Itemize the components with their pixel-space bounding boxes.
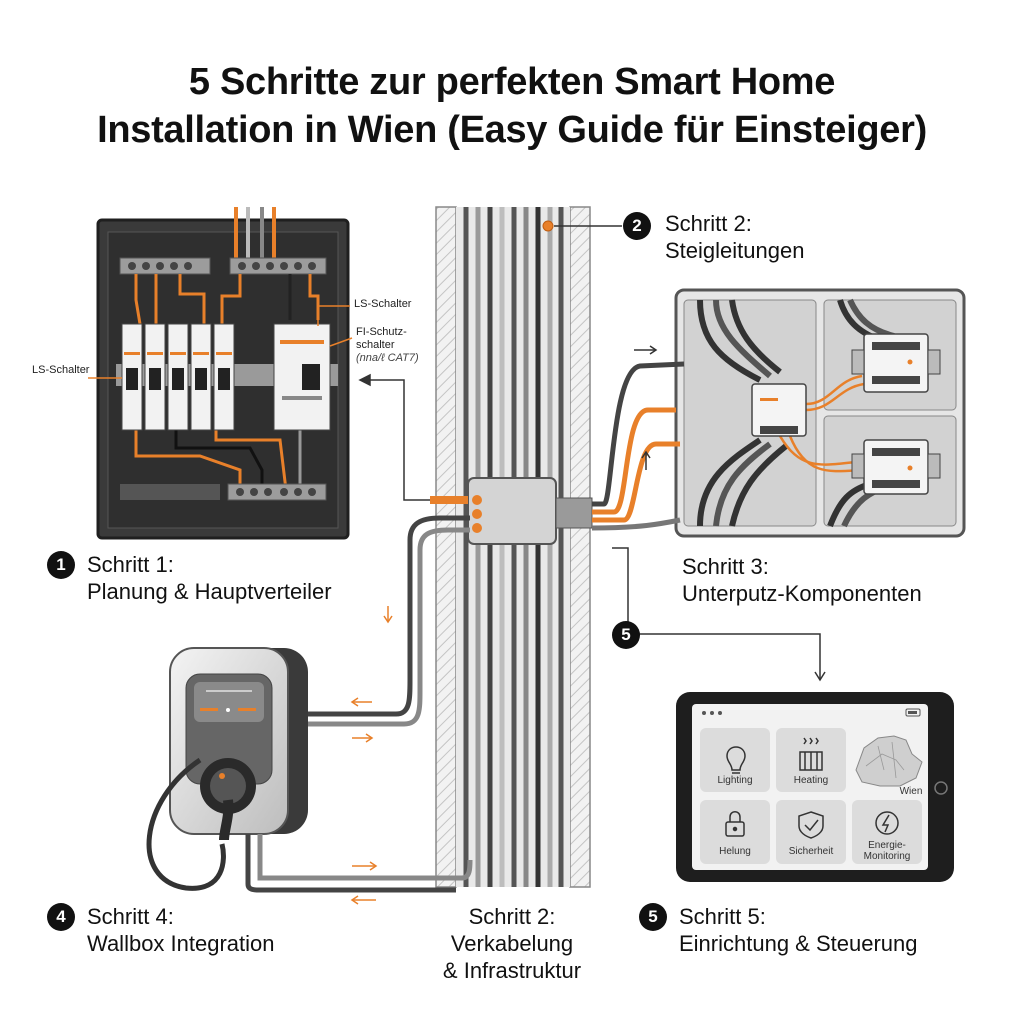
- tile-security-label[interactable]: Sicherheit: [788, 846, 834, 857]
- step-2-wiring-subtitle-2: & Infrastruktur: [442, 958, 582, 983]
- wallbox-charger: [146, 647, 308, 891]
- flush-mount-box: [674, 288, 966, 538]
- step-2-wiring-label: Schritt 2: Verkabelung & Infrastruktur: [412, 903, 612, 984]
- step-4-title: Schritt 4:: [87, 904, 174, 929]
- step-1-label: Schritt 1: Planung & Hauptverteiler: [87, 551, 332, 605]
- step-2-badge: 2: [623, 212, 651, 240]
- control-tablet: [676, 692, 954, 882]
- panel-to-riser-link: [358, 373, 430, 501]
- step-2-riser-title: Schritt 2:: [665, 211, 752, 236]
- page-title: 5 Schritte zur perfekten Smart Home Inst…: [0, 58, 1024, 154]
- shield-check-icon: [798, 811, 824, 839]
- tile-energy-monitoring-label[interactable]: Energie- Monitoring: [852, 840, 922, 862]
- step-1-title: Schritt 1:: [87, 552, 174, 577]
- step-2-riser-subtitle: Steigleitungen: [665, 238, 805, 263]
- fi-switch-label-line-1: FI-Schutz-: [356, 326, 407, 338]
- step-4-badge: 4: [47, 903, 75, 931]
- fi-switch-label-line-2: schalter: [356, 339, 395, 351]
- flow-arrows-right: [634, 345, 658, 470]
- step-3-subtitle: Unterputz-Komponenten: [682, 581, 922, 606]
- step-2-wiring-subtitle: Verkabelung: [450, 931, 574, 956]
- tile-energy-line-2: Monitoring: [863, 851, 911, 862]
- step-5-label: Schritt 5: Einrichtung & Steuerung: [679, 903, 918, 957]
- step-5-subtitle: Einrichtung & Steuerung: [679, 931, 918, 956]
- step-1-badge: 1: [47, 551, 75, 579]
- ls-breaker-label-left: LS-Schalter: [32, 364, 90, 376]
- step-2-wiring-title: Schritt 2:: [468, 904, 556, 929]
- cable-type-note: (nna/ℓ CAT7): [356, 352, 419, 364]
- step-2-riser-label: Schritt 2: Steigleitungen: [665, 210, 804, 264]
- lock-icon: [725, 811, 745, 837]
- main-distribution-panel: [88, 207, 353, 540]
- step-4-subtitle: Wallbox Integration: [87, 931, 275, 956]
- lightbulb-icon: [726, 746, 746, 774]
- title-line-1: 5 Schritte zur perfekten Smart Home: [188, 61, 836, 103]
- step-1-subtitle: Planung & Hauptverteiler: [87, 579, 332, 604]
- step-5-badge: 5: [639, 903, 667, 931]
- ls-breaker-label-right: LS-Schalter: [354, 298, 412, 310]
- step-3-title: Schritt 3:: [682, 554, 769, 579]
- step-5-title: Schritt 5:: [679, 904, 766, 929]
- step-4-label: Schritt 4: Wallbox Integration: [87, 903, 275, 957]
- tile-helung-label[interactable]: Helung: [719, 846, 751, 857]
- tile-energy-line-1: Energie-: [868, 840, 906, 851]
- riser-to-box-cables: [591, 361, 685, 531]
- energy-bolt-icon: [875, 811, 899, 835]
- wallbox-cables: [245, 515, 473, 893]
- map-city-label: Wien: [899, 786, 923, 797]
- flow-marker-badge: 5: [612, 621, 640, 649]
- wallbox-flow-arrows: [350, 606, 393, 905]
- radiator-icon: [799, 737, 823, 771]
- riser-shaft: [430, 206, 593, 888]
- title-line-2: Installation in Wien (Easy Guide für Ein…: [97, 109, 927, 151]
- fi-switch-label: FI-Schutz- schalter: [356, 326, 407, 352]
- step-3-label: Schritt 3: Unterputz-Komponenten: [682, 553, 922, 607]
- tile-lighting-label[interactable]: Lighting: [717, 775, 753, 786]
- tile-heating-label[interactable]: Heating: [793, 775, 829, 786]
